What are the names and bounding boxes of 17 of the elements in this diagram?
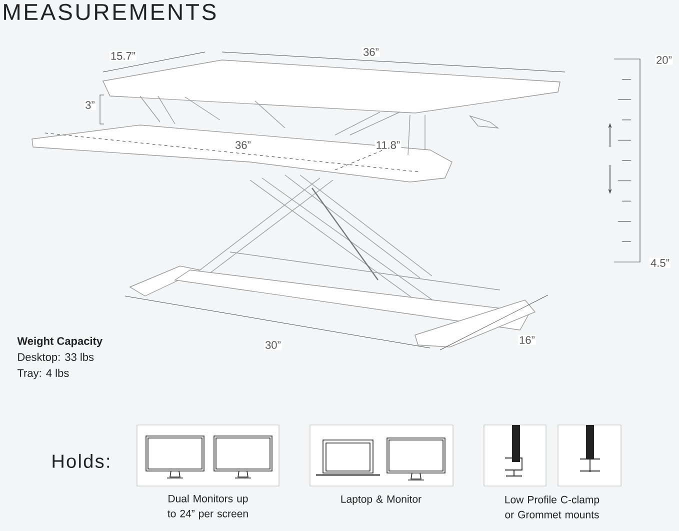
dimension-label: 36” [362, 47, 380, 57]
dimension-label: 16” [518, 335, 536, 345]
page-title: MEASUREMENTS [4, 4, 216, 20]
weight-value: Desktop: 33 lbs [18, 352, 94, 364]
icon-caption: Low Profile C-clamp or Grommet mounts [505, 496, 600, 518]
weight-value: Tray: 4 lbs [17, 368, 69, 380]
dimension-label: 11.8” [374, 140, 402, 150]
dimension-label: 30” [264, 340, 282, 350]
holds-label: Holds: [52, 454, 109, 468]
dimension-label: 3” [84, 100, 96, 110]
dimension-label: 20” [655, 55, 673, 65]
icon-caption: Dual Monitors up to 24” per screen [168, 494, 248, 520]
dimension-label: 4.5” [650, 258, 670, 268]
dimension-label: 15.7” [109, 51, 137, 61]
icon-caption: Laptop & Monitor [341, 495, 422, 505]
dimension-label: 36” [234, 140, 252, 150]
weight-heading: Weight Capacity [17, 336, 102, 348]
